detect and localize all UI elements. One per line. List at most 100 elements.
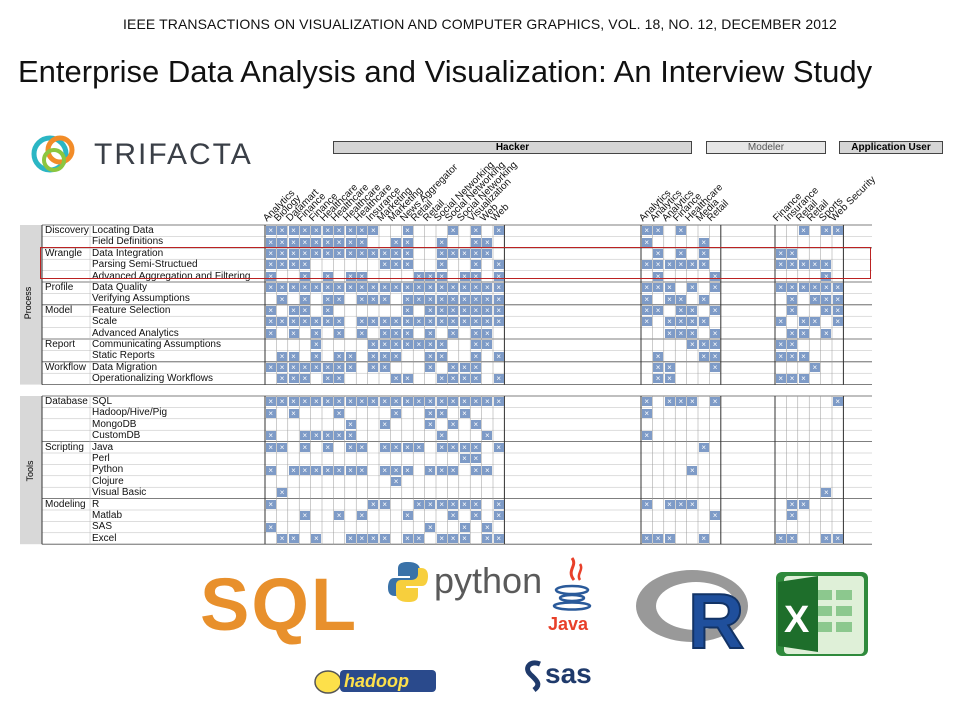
matrix-mark: × bbox=[311, 249, 322, 258]
matrix-mark: × bbox=[368, 294, 379, 304]
matrix-mark: × bbox=[482, 522, 493, 532]
slide-title: Enterprise Data Analysis and Visualizati… bbox=[18, 54, 873, 89]
matrix-mark: × bbox=[345, 363, 356, 372]
matrix-mark: × bbox=[379, 317, 390, 327]
matrix-mark: × bbox=[425, 522, 436, 532]
row-label: Verifying Assumptions bbox=[92, 293, 190, 305]
matrix-mark: × bbox=[459, 442, 470, 452]
matrix-mark: × bbox=[698, 294, 709, 304]
matrix-mark: × bbox=[391, 374, 402, 384]
matrix-mark: × bbox=[664, 260, 675, 270]
matrix-mark: × bbox=[334, 374, 345, 384]
matrix-mark: × bbox=[787, 511, 798, 521]
matrix-mark: × bbox=[459, 397, 470, 407]
matrix-mark: × bbox=[448, 249, 459, 258]
matrix-mark: × bbox=[832, 317, 843, 327]
matrix-mark: × bbox=[675, 306, 686, 315]
matrix-mark: × bbox=[798, 260, 809, 270]
matrix-mark: × bbox=[277, 363, 288, 372]
row-category-label: Discovery bbox=[45, 225, 89, 236]
matrix-mark: × bbox=[641, 534, 652, 543]
matrix-mark: × bbox=[334, 431, 345, 441]
matrix-mark: × bbox=[821, 260, 832, 270]
section-tools-label: Tools bbox=[25, 460, 35, 482]
matrix-mark: × bbox=[448, 442, 459, 452]
matrix-mark: × bbox=[459, 271, 470, 281]
matrix-mark: × bbox=[436, 534, 447, 543]
matrix-mark: × bbox=[664, 317, 675, 327]
matrix-mark: × bbox=[277, 488, 288, 498]
matrix-mark: × bbox=[391, 340, 402, 350]
matrix-mark: × bbox=[402, 340, 413, 350]
matrix-mark: × bbox=[379, 260, 390, 270]
matrix-mark: × bbox=[641, 397, 652, 407]
matrix-mark: × bbox=[482, 249, 493, 258]
matrix-mark: × bbox=[821, 294, 832, 304]
matrix-mark: × bbox=[436, 499, 447, 509]
matrix-mark: × bbox=[482, 317, 493, 327]
matrix-mark: × bbox=[775, 534, 786, 543]
matrix-mark: × bbox=[356, 294, 367, 304]
matrix-mark: × bbox=[413, 317, 424, 327]
row-label: Visual Basic bbox=[92, 487, 147, 499]
section-process-label: Process bbox=[23, 286, 33, 320]
matrix-mark: × bbox=[368, 363, 379, 372]
matrix-mark: × bbox=[391, 351, 402, 361]
matrix-mark: × bbox=[470, 499, 481, 509]
matrix-mark: × bbox=[809, 294, 820, 304]
matrix-mark: × bbox=[391, 249, 402, 258]
matrix-mark: × bbox=[345, 442, 356, 452]
excel-logo-icon: X bbox=[776, 572, 868, 656]
matrix-mark: × bbox=[641, 283, 652, 293]
matrix-mark: × bbox=[832, 283, 843, 293]
row-label: Java bbox=[92, 441, 114, 453]
matrix-mark: × bbox=[641, 317, 652, 327]
row-category-label: Workflow bbox=[45, 361, 86, 373]
matrix-mark: × bbox=[379, 499, 390, 509]
matrix-mark: × bbox=[821, 534, 832, 543]
matrix-mark: × bbox=[459, 374, 470, 384]
matrix-mark: × bbox=[675, 226, 686, 236]
matrix-mark: × bbox=[402, 374, 413, 384]
matrix-mark: × bbox=[356, 511, 367, 521]
row-label: Clojure bbox=[92, 475, 124, 487]
matrix-mark: × bbox=[425, 271, 436, 281]
matrix-mark: × bbox=[379, 351, 390, 361]
matrix-mark: × bbox=[288, 374, 299, 384]
matrix-mark: × bbox=[664, 499, 675, 509]
matrix-mark: × bbox=[448, 294, 459, 304]
matrix-mark: × bbox=[334, 465, 345, 475]
matrix-mark: × bbox=[710, 340, 721, 350]
matrix-mark: × bbox=[436, 431, 447, 441]
matrix-mark: × bbox=[402, 397, 413, 407]
matrix-mark: × bbox=[334, 249, 345, 258]
matrix-mark: × bbox=[265, 499, 276, 509]
matrix-mark: × bbox=[641, 260, 652, 270]
matrix-mark: × bbox=[391, 317, 402, 327]
matrix-mark: × bbox=[425, 465, 436, 475]
matrix-mark: × bbox=[391, 397, 402, 407]
matrix-mark: × bbox=[436, 397, 447, 407]
matrix-mark: × bbox=[402, 226, 413, 236]
matrix-mark: × bbox=[413, 534, 424, 543]
matrix-mark: × bbox=[288, 317, 299, 327]
row-label: Scale bbox=[92, 316, 118, 328]
matrix-mark: × bbox=[664, 294, 675, 304]
matrix-mark: × bbox=[413, 442, 424, 452]
matrix-mark: × bbox=[775, 283, 786, 293]
matrix-mark: × bbox=[809, 283, 820, 293]
matrix-mark: × bbox=[345, 226, 356, 236]
matrix-mark: × bbox=[436, 317, 447, 327]
matrix-mark: × bbox=[459, 454, 470, 464]
matrix-mark: × bbox=[470, 328, 481, 338]
matrix-mark: × bbox=[436, 283, 447, 293]
matrix-mark: × bbox=[334, 237, 345, 247]
matrix-mark: × bbox=[698, 340, 709, 350]
matrix-mark: × bbox=[641, 306, 652, 315]
matrix-mark: × bbox=[379, 328, 390, 338]
matrix-mark: × bbox=[402, 260, 413, 270]
matrix-mark: × bbox=[809, 260, 820, 270]
matrix-mark: × bbox=[470, 226, 481, 236]
matrix-mark: × bbox=[402, 534, 413, 543]
